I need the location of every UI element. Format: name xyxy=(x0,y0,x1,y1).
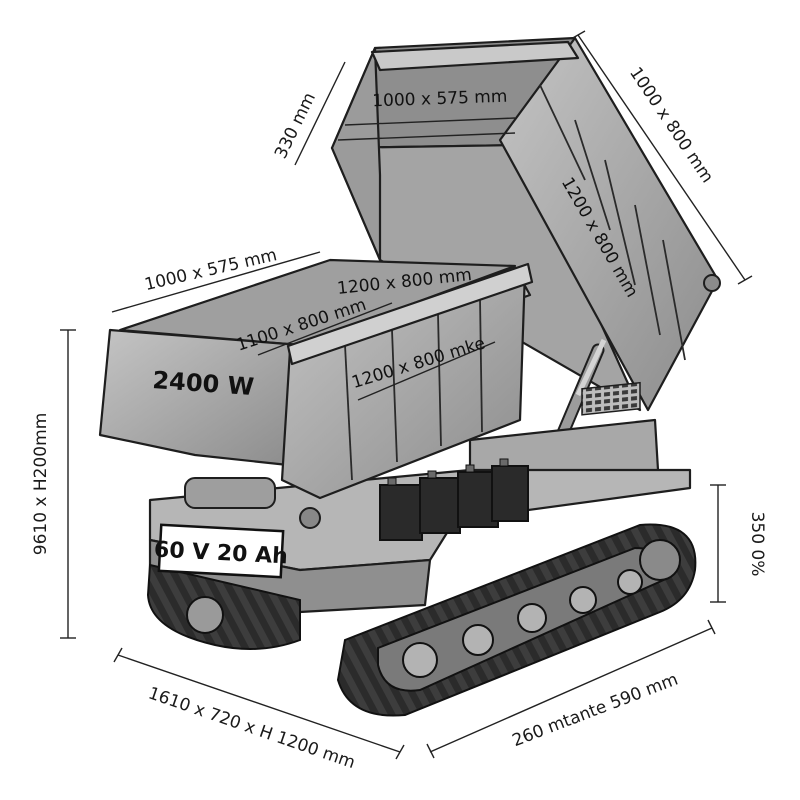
upper-box-rim xyxy=(370,40,580,72)
bed-hinge-icon xyxy=(184,477,276,509)
right-track xyxy=(336,523,697,717)
engine-grille-icon xyxy=(581,381,641,416)
upper-box-left-wall xyxy=(330,46,382,262)
bed-left-face xyxy=(98,328,302,467)
hydraulic-ram xyxy=(553,338,607,447)
battery-pack xyxy=(379,458,529,541)
dim-overall-size: 1610 x 720 x H 1200 mm xyxy=(146,683,358,773)
dim-overall-height: 9610 x H200mm xyxy=(31,413,51,555)
upper-box-ribs xyxy=(539,84,686,361)
tip-hinge-icon xyxy=(703,274,721,292)
lower-dump-bed xyxy=(98,258,534,529)
bed-rim xyxy=(286,262,534,366)
bed-front-ribs xyxy=(344,297,483,481)
dim-upper-top-rim: 1000 x 575 mm xyxy=(372,87,508,112)
track-rollers xyxy=(402,539,681,678)
dim-track-length: 260 mtante 590 mm xyxy=(510,669,681,751)
left-track xyxy=(146,563,301,650)
dim-upper-side-depth: 330 mm xyxy=(271,90,320,163)
dimension-lines xyxy=(60,30,753,760)
upper-tipper-box xyxy=(330,36,721,412)
dim-track-height: 350 0% xyxy=(747,512,767,577)
battery-plate: 60 V 20 Ah xyxy=(153,523,288,579)
